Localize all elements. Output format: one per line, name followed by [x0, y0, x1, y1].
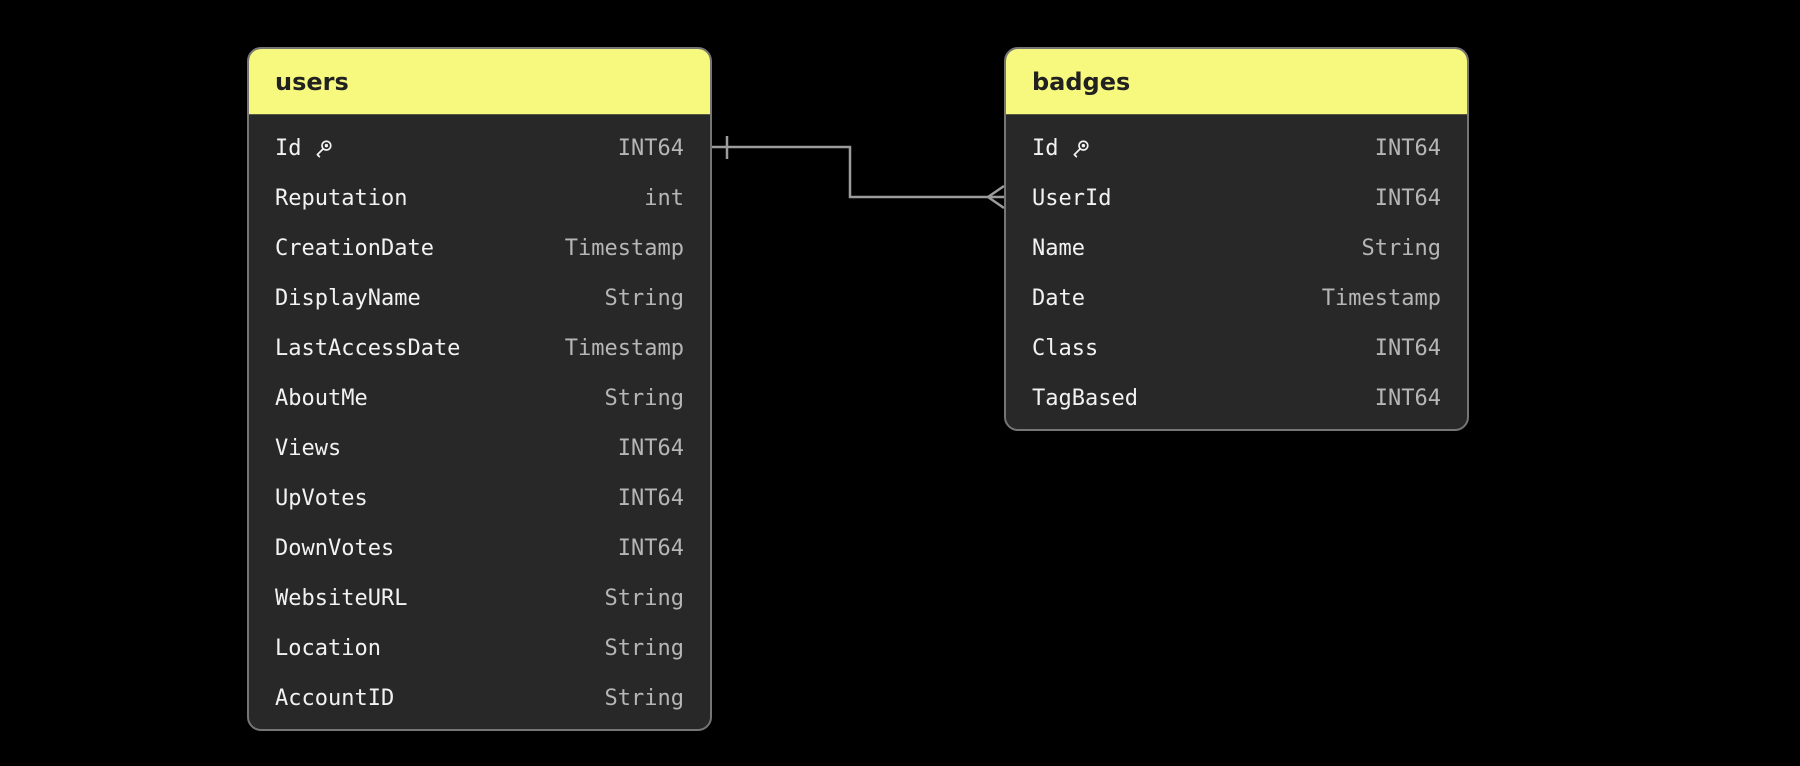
table-header-badges[interactable]: badges — [1006, 49, 1467, 115]
table-row: Name String — [1006, 223, 1467, 273]
field-type: INT64 — [1374, 135, 1441, 161]
field-name: DownVotes — [275, 535, 395, 561]
field-name: Location — [275, 635, 381, 661]
table-row: Class INT64 — [1006, 323, 1467, 373]
table-row: Location String — [249, 623, 710, 673]
field-type: INT64 — [1374, 385, 1441, 411]
field-name: WebsiteURL — [275, 585, 408, 611]
field-type: String — [604, 685, 684, 711]
field-name: Reputation — [275, 185, 408, 211]
field-name: LastAccessDate — [275, 335, 461, 361]
field-type: String — [604, 285, 684, 311]
field-name: Id — [275, 136, 335, 161]
table-node-users[interactable]: users Id INT64 Reputation int CreationDa… — [247, 47, 712, 731]
table-title: users — [275, 67, 349, 96]
table-header-users[interactable]: users — [249, 49, 710, 115]
field-type: String — [604, 585, 684, 611]
connector-path — [712, 145, 1004, 199]
field-type: Timestamp — [564, 235, 684, 261]
table-row: Id INT64 — [1006, 123, 1467, 173]
field-type: String — [604, 635, 684, 661]
field-name: Class — [1032, 335, 1099, 361]
field-name: UserId — [1032, 185, 1112, 211]
field-type: INT64 — [1374, 185, 1441, 211]
table-row: AccountID String — [249, 673, 710, 723]
table-row: DownVotes INT64 — [249, 523, 710, 573]
table-row: UpVotes INT64 — [249, 473, 710, 523]
table-row: Id INT64 — [249, 123, 710, 173]
cardinality-many-prong-top — [987, 184, 1005, 199]
table-row: AboutMe String — [249, 373, 710, 423]
table-row: LastAccessDate Timestamp — [249, 323, 710, 373]
field-type: INT64 — [617, 535, 684, 561]
field-name: DisplayName — [275, 285, 421, 311]
table-body-badges: Id INT64 UserId INT64 Name String Date T… — [1006, 115, 1467, 429]
table-title: badges — [1032, 67, 1131, 96]
cardinality-many-prong-bottom — [987, 195, 1005, 210]
table-row: CreationDate Timestamp — [249, 223, 710, 273]
field-name: Views — [275, 435, 342, 461]
field-name: UpVotes — [275, 485, 368, 511]
field-name: AboutMe — [275, 385, 368, 411]
table-node-badges[interactable]: badges Id INT64 UserId INT64 Name String… — [1004, 47, 1469, 431]
table-row: Date Timestamp — [1006, 273, 1467, 323]
table-row: TagBased INT64 — [1006, 373, 1467, 423]
table-row: Views INT64 — [249, 423, 710, 473]
field-type: INT64 — [617, 435, 684, 461]
table-row: Reputation int — [249, 173, 710, 223]
field-name: CreationDate — [275, 235, 434, 261]
field-name: TagBased — [1032, 385, 1138, 411]
field-type: int — [644, 185, 684, 211]
table-row: WebsiteURL String — [249, 573, 710, 623]
field-type: Timestamp — [564, 335, 684, 361]
field-name: Name — [1032, 235, 1085, 261]
key-icon — [1073, 139, 1089, 158]
field-name: Date — [1032, 285, 1085, 311]
field-type: String — [604, 385, 684, 411]
field-name: AccountID — [275, 685, 395, 711]
key-icon — [316, 139, 332, 158]
field-type: INT64 — [617, 485, 684, 511]
field-type: INT64 — [617, 135, 684, 161]
field-type: INT64 — [1374, 335, 1441, 361]
field-name: Id — [1032, 136, 1092, 161]
field-type: String — [1361, 235, 1441, 261]
field-type: Timestamp — [1321, 285, 1441, 311]
table-body-users: Id INT64 Reputation int CreationDate Tim… — [249, 115, 710, 729]
table-row: DisplayName String — [249, 273, 710, 323]
table-row: UserId INT64 — [1006, 173, 1467, 223]
